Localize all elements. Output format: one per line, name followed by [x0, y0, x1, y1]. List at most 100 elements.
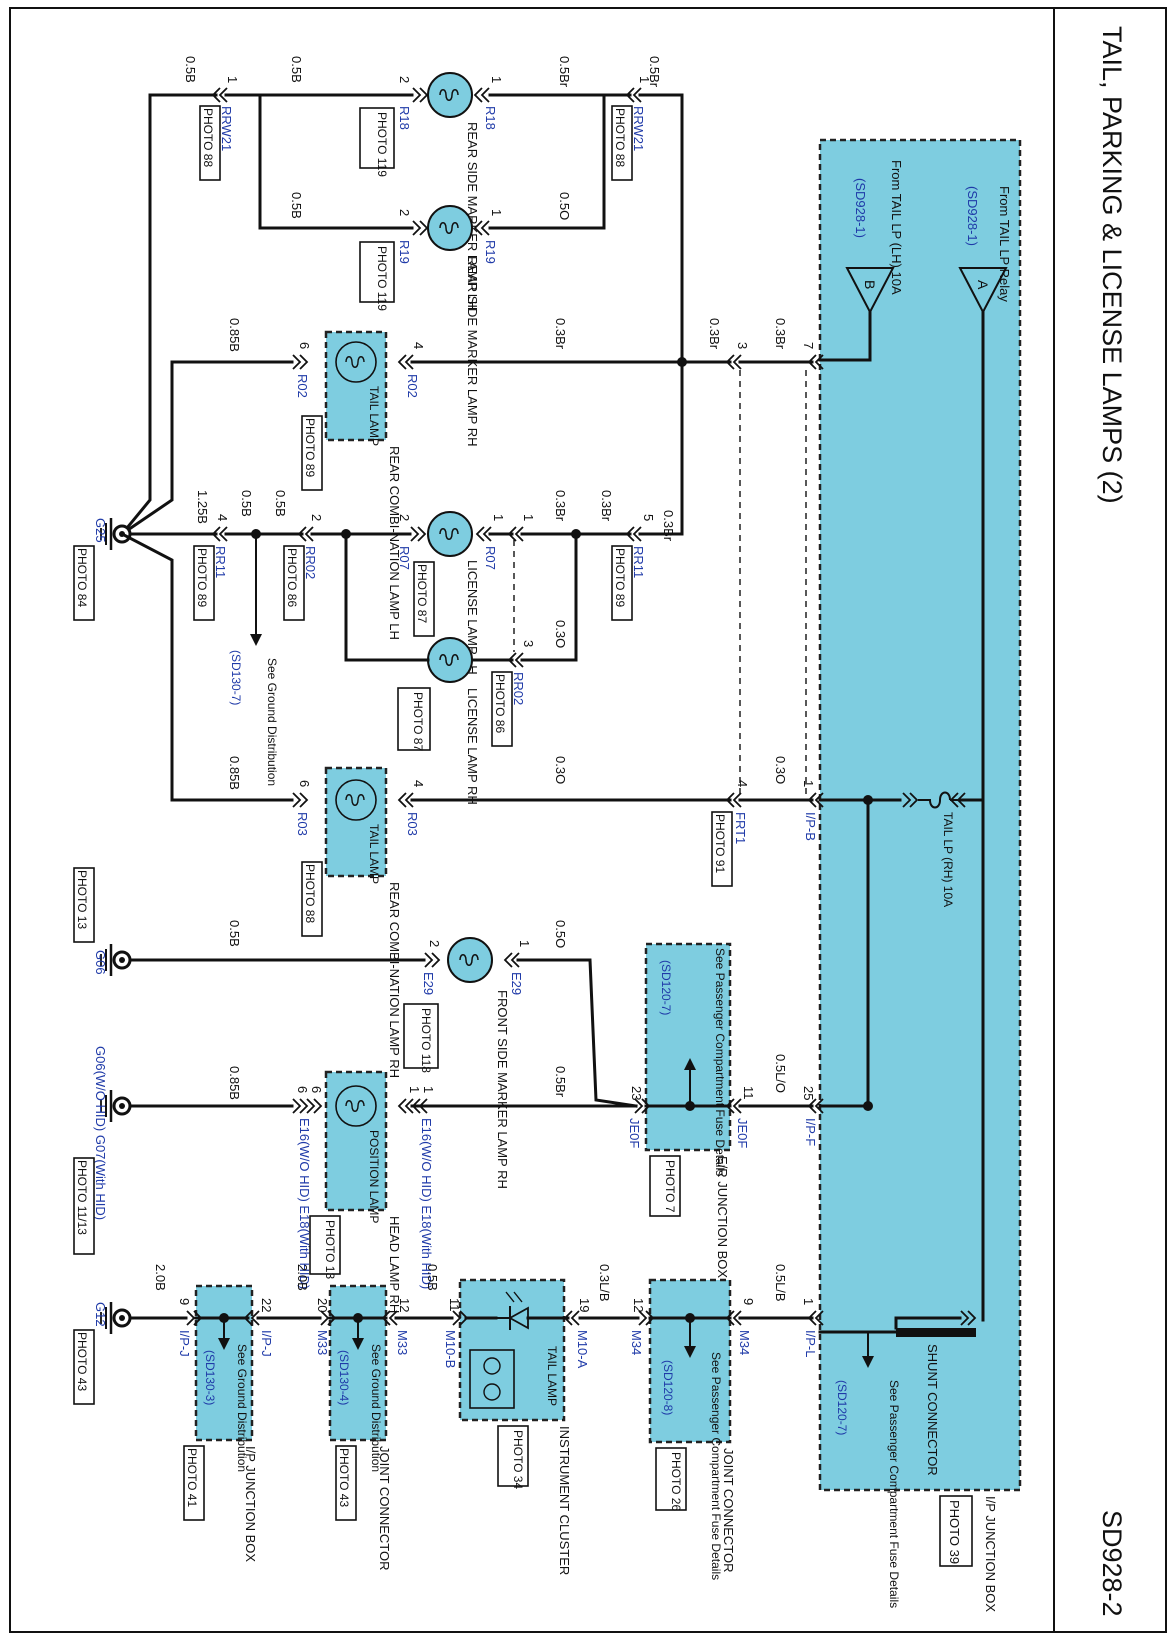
g25-label: G25 [93, 518, 108, 543]
bulb-icon [439, 528, 459, 540]
svg-text:PHOTO 43: PHOTO 43 [337, 1448, 351, 1507]
svg-text:R03: R03 [405, 812, 420, 836]
svg-text:R19: R19 [397, 240, 412, 264]
svg-text:0.5L/B: 0.5L/B [773, 1264, 788, 1302]
rear-marker-lh-lamp [427, 72, 473, 118]
svg-text:0.5B: 0.5B [425, 1264, 440, 1291]
g12-label: G12 [93, 1302, 108, 1327]
ground-dist-text: See Ground Distribution [265, 658, 279, 786]
svg-text:PHOTO 89: PHOTO 89 [613, 548, 627, 607]
m34-fuse-text: See Passenger Compartment Fuse Details [709, 1352, 723, 1580]
bulb-icon [439, 89, 459, 101]
svg-text:R18: R18 [483, 106, 498, 130]
svg-text:PHOTO 26: PHOTO 26 [669, 1452, 683, 1511]
g06-g07-photo: PHOTO 11/13 [75, 1160, 89, 1235]
tail-lp-lh-text: From TAIL LP (LH) 10A [889, 160, 904, 295]
svg-text:PHOTO 88: PHOTO 88 [613, 108, 627, 167]
svg-text:I/P-F: I/P-F [803, 1118, 818, 1146]
svg-text:1: 1 [801, 1298, 816, 1305]
svg-text:1.25B: 1.25B [195, 490, 210, 524]
svg-text:0.5B: 0.5B [289, 192, 304, 219]
rear-combi-rh-box [324, 766, 388, 878]
svg-text:RR11: RR11 [631, 546, 646, 578]
license-rh-lamp [427, 637, 473, 683]
jc-m33-label: JOINT CONNECTOR [377, 1446, 392, 1570]
svg-text:0.5L/O: 0.5L/O [773, 1054, 788, 1093]
m33-ground-text: See Ground Distribution [369, 1344, 383, 1472]
bulb-icon [439, 654, 459, 666]
svg-text:PHOTO 13: PHOTO 13 [323, 1220, 337, 1279]
svg-text:2: 2 [309, 514, 324, 521]
svg-text:0.5B: 0.5B [239, 490, 254, 517]
svg-text:PHOTO 41: PHOTO 41 [185, 1448, 199, 1507]
svg-text:7: 7 [801, 342, 816, 349]
svg-text:M33: M33 [315, 1330, 330, 1355]
page-frame [9, 7, 1167, 1633]
fuse-rh-text: TAIL LP (RH) 10A [941, 812, 955, 907]
svg-text:R02: R02 [405, 374, 420, 398]
rear-marker-rh-label: REAR SIDE MARKER LAMP RH [465, 256, 480, 446]
svg-text:2: 2 [397, 514, 412, 521]
svg-text:PHOTO 86: PHOTO 86 [285, 548, 299, 607]
g06-g07-label: G06(W/O HID) G07(With HID) [93, 1046, 108, 1220]
svg-text:E29: E29 [509, 972, 524, 995]
svg-text:PHOTO 86: PHOTO 86 [493, 674, 507, 733]
er-junction-label: E/R JUNCTION BOX [715, 1156, 730, 1278]
svg-text:5: 5 [641, 514, 656, 521]
instrument-cluster-label: INSTRUMENT CLUSTER [557, 1426, 572, 1575]
ip-jb-j-box [194, 1284, 254, 1442]
svg-text:PHOTO 88: PHOTO 88 [201, 108, 215, 167]
svg-text:0.85B: 0.85B [227, 756, 242, 790]
svg-text:0.5B: 0.5B [227, 920, 242, 947]
svg-text:0.3O: 0.3O [553, 756, 568, 784]
bulb-icon [439, 222, 459, 234]
svg-text:PHOTO 119: PHOTO 119 [375, 112, 389, 177]
tail-lamp-indicator-icon [469, 1349, 515, 1409]
svg-text:R07: R07 [483, 546, 498, 570]
svg-text:0.5B: 0.5B [183, 56, 198, 83]
rear-combi-lh-box [324, 330, 388, 442]
svg-text:2: 2 [397, 76, 412, 83]
svg-text:11: 11 [741, 1086, 756, 1100]
license-lh-lamp [427, 511, 473, 557]
svg-text:RR02: RR02 [511, 672, 526, 705]
svg-text:2.0B: 2.0B [295, 1264, 310, 1291]
svg-text:PHOTO 87: PHOTO 87 [411, 692, 425, 751]
svg-text:25: 25 [801, 1086, 816, 1100]
ip-junction-box [818, 138, 1022, 1492]
rear-combi-rh-label: REAR COMBI-NATION LAMP RH [387, 882, 402, 1078]
svg-text:TAIL LAMP: TAIL LAMP [367, 824, 381, 884]
g25-photo: PHOTO 84 [75, 548, 89, 607]
svg-text:23: 23 [629, 1086, 644, 1100]
jc-m33-box [328, 1284, 388, 1442]
ip-pc-fuse-text: See Passenger Compartment Fuse Details [887, 1380, 901, 1608]
svg-text:M33: M33 [395, 1330, 410, 1355]
rear-marker-rh-lamp [427, 205, 473, 251]
ipf-junction-dot [863, 1101, 873, 1111]
svg-text:E16(W/O HID) E18(With HID): E16(W/O HID) E18(With HID) [419, 1118, 434, 1289]
svg-text:11: 11 [447, 1298, 462, 1312]
bulb-icon [345, 356, 365, 368]
jc-m34-box [648, 1278, 732, 1444]
ip-jb-j-label: I/P JUNCTION BOX [243, 1446, 258, 1562]
svg-text:4: 4 [411, 780, 426, 787]
svg-text:0.5B: 0.5B [289, 56, 304, 83]
ip-junction-box-label: I/P JUNCTION BOX [983, 1496, 998, 1612]
svg-text:1: 1 [225, 76, 240, 83]
svg-text:0.85B: 0.85B [227, 1066, 242, 1100]
svg-text:M34: M34 [737, 1330, 752, 1355]
wire-je0f-to-e29 [516, 958, 638, 1108]
svg-text:RR02: RR02 [303, 546, 318, 579]
svg-text:0.5Br: 0.5Br [557, 56, 572, 88]
rear-combi-rh-lamp [335, 779, 377, 821]
svg-text:1: 1 [801, 780, 816, 787]
page-title: TAIL, PARKING & LICENSE LAMPS (2) [1097, 26, 1127, 504]
g12-photo: PHOTO 43 [75, 1332, 89, 1391]
svg-text:FRT1: FRT1 [733, 812, 748, 844]
svg-text:1: 1 [407, 1086, 422, 1093]
svg-text:TAIL LAMP: TAIL LAMP [545, 1346, 559, 1406]
svg-text:0.3Br: 0.3Br [773, 318, 788, 350]
svg-text:1: 1 [421, 1086, 436, 1093]
ground-dist-arrow [250, 634, 262, 646]
